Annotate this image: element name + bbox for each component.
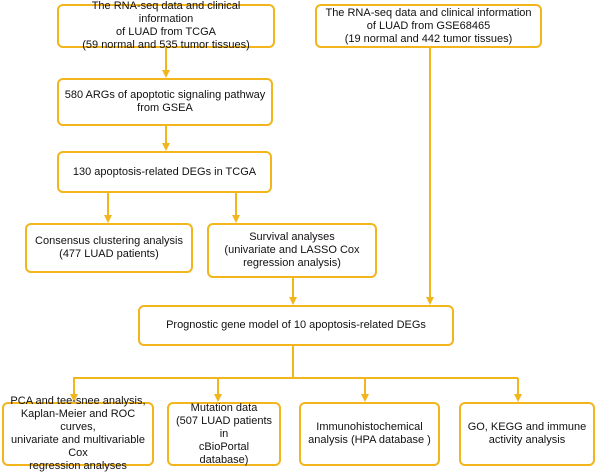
args-box: 580 ARGs of apoptotic signaling pathway …: [57, 78, 273, 126]
go-text: GO, KEGG and immune activity analysis: [467, 421, 587, 446]
pca-box: PCA and tee-snee analysis, Kaplan-Meier …: [2, 395, 154, 472]
degs-box: 130 apoptosis-related DEGs in TCGA: [57, 151, 272, 193]
model-box: Prognostic gene model of 10 apoptosis-re…: [138, 305, 454, 346]
survival-box: Survival analyses (univariate and LASSO …: [207, 223, 377, 278]
degs-text: 130 apoptosis-related DEGs in TCGA: [72, 165, 257, 178]
survival-text: Survival analyses (univariate and LASSO …: [224, 231, 360, 269]
ihc-box: Immunohistochemical analysis (HPA databa…: [299, 402, 440, 466]
model-text: Prognostic gene model of 10 apoptosis-re…: [166, 319, 426, 331]
mutation-text: Mutation data (507 LUAD patients in cBio…: [176, 401, 272, 466]
go-box: GO, KEGG and immune activity analysis: [459, 402, 595, 466]
gse-data-text: The RNA-seq data and clinical informatio…: [325, 6, 532, 45]
consensus-box: Consensus clustering analysis (477 LUAD …: [25, 223, 193, 273]
tcga-data-box: The RNA-seq data and clinical informatio…: [57, 0, 275, 51]
tcga-data-text: The RNA-seq data and clinical informatio…: [82, 0, 250, 51]
args-text: 580 ARGs of apoptotic signaling pathway …: [64, 89, 266, 114]
gse-data-box: The RNA-seq data and clinical informatio…: [315, 4, 542, 48]
consensus-text: Consensus clustering analysis (477 LUAD …: [35, 235, 183, 260]
ihc-text: Immunohistochemical analysis (HPA databa…: [308, 421, 431, 446]
pca-text: PCA and tee-snee analysis, Kaplan-Meier …: [10, 395, 146, 472]
mutation-box: Mutation data (507 LUAD patients in cBio…: [167, 402, 281, 466]
